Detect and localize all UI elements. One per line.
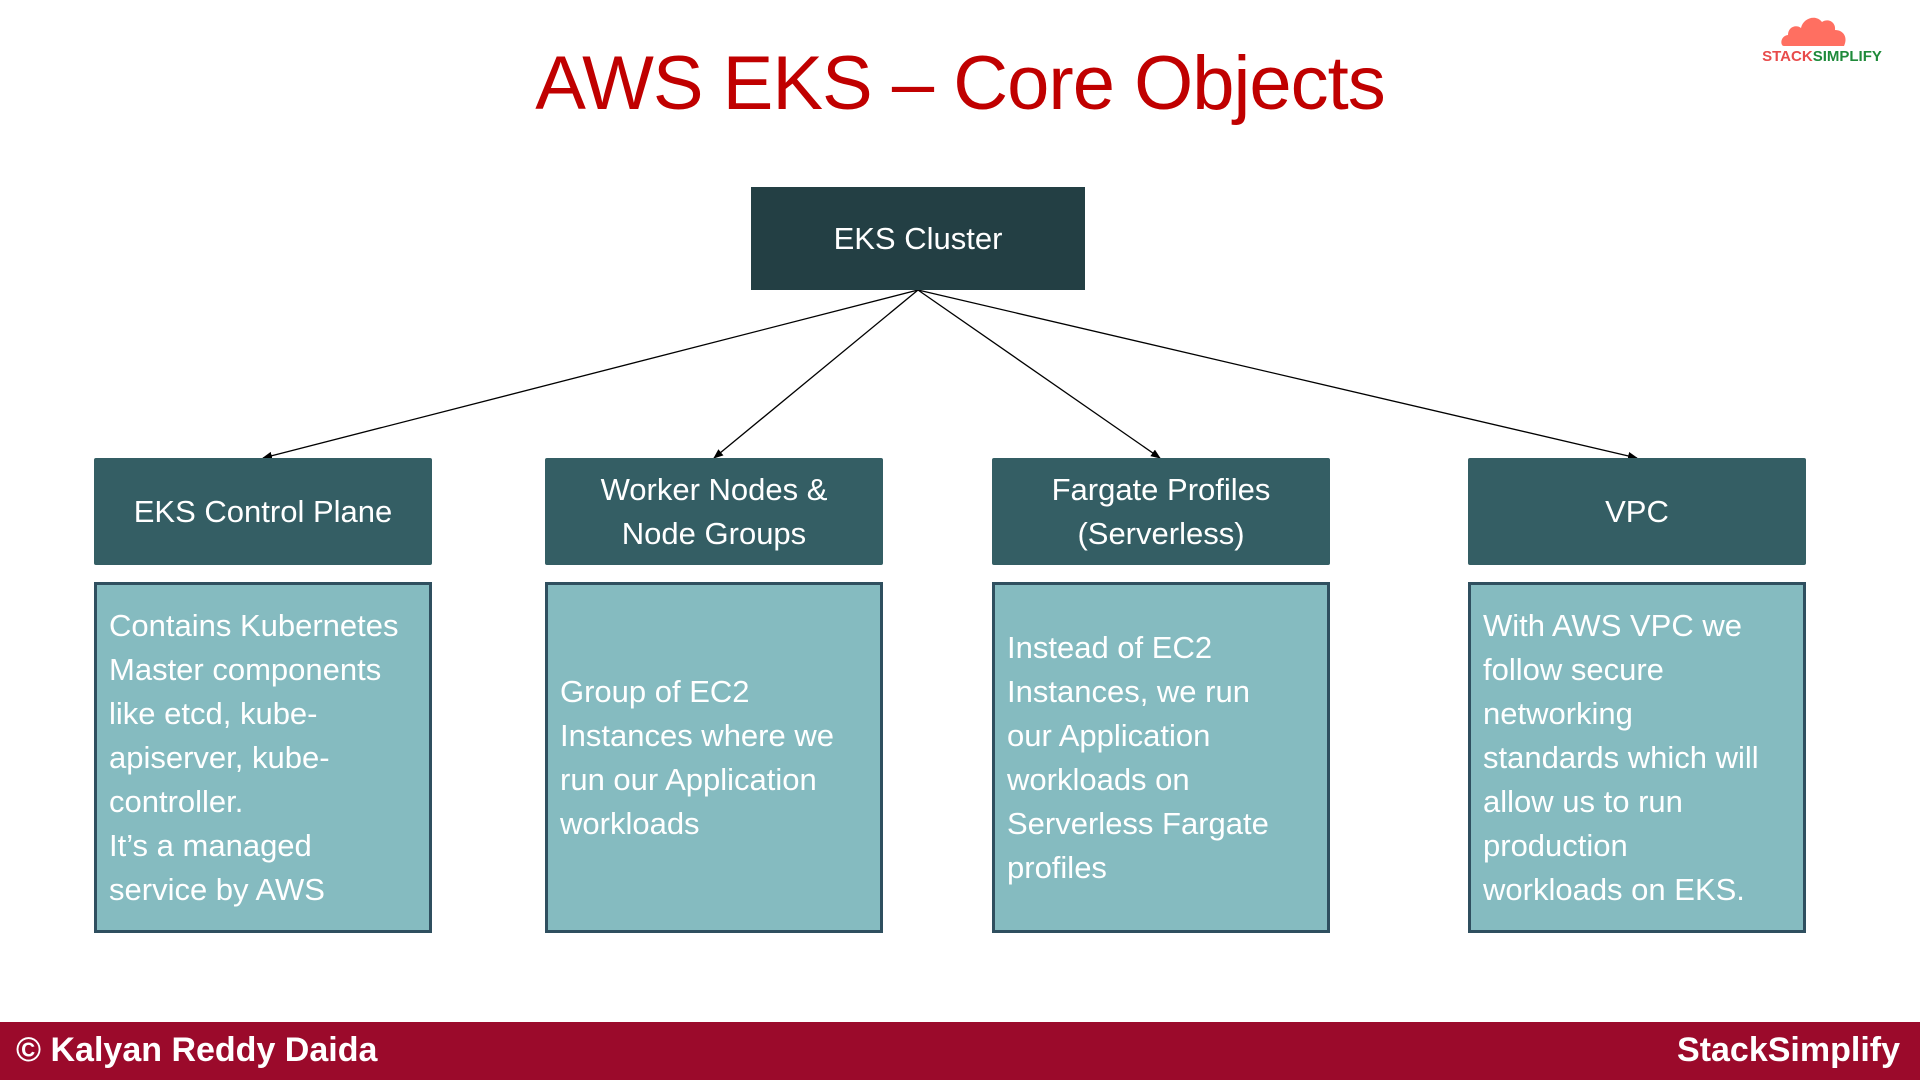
arrow-to-worker-nodes [713,289,919,459]
cloud-icon [1781,17,1846,46]
description-eks-control-plane: Contains Kubernetes Master components li… [94,582,432,933]
footer-copyright: © Kalyan Reddy Daida [16,1031,378,1069]
node-vpc: VPC [1468,458,1806,565]
description-fargate-profiles: Instead of EC2 Instances, we run our App… [992,582,1330,933]
arrow-to-fargate-profiles [917,289,1161,459]
node-eks-cluster: EKS Cluster [751,187,1085,290]
node-fargate-profiles: Fargate Profiles (Serverless) [992,458,1330,565]
arrow-to-control-plane [262,289,919,460]
node-eks-control-plane: EKS Control Plane [94,458,432,565]
logo-text-simplify: SIMPLIFY [1812,48,1882,65]
description-worker-nodes: Group of EC2 Instances where we run our … [545,582,883,933]
node-worker-nodes: Worker Nodes & Node Groups [545,458,883,565]
arrow-to-vpc [917,289,1638,460]
description-text: Instead of EC2 Instances, we run our App… [1007,629,1269,885]
logo-text-stack: STACK [1762,48,1813,65]
description-vpc: With AWS VPC we follow secure networking… [1468,582,1806,933]
slide-title: AWS EKS – Core Objects [535,41,1385,126]
description-text: With AWS VPC we follow secure networking… [1483,607,1759,907]
node-eks-cluster-label: EKS Cluster [833,220,1003,256]
footer-brand: StackSimplify [1677,1031,1900,1069]
description-text: Group of EC2 Instances where we run our … [560,673,834,841]
logo-text: STACKSIMPLIFY [1752,48,1892,65]
stacksimplify-logo: STACKSIMPLIFY [1752,10,1892,68]
description-text: Contains Kubernetes Master components li… [109,607,399,907]
footer-bar: © Kalyan Reddy Daida StackSimplify [0,1022,1920,1080]
